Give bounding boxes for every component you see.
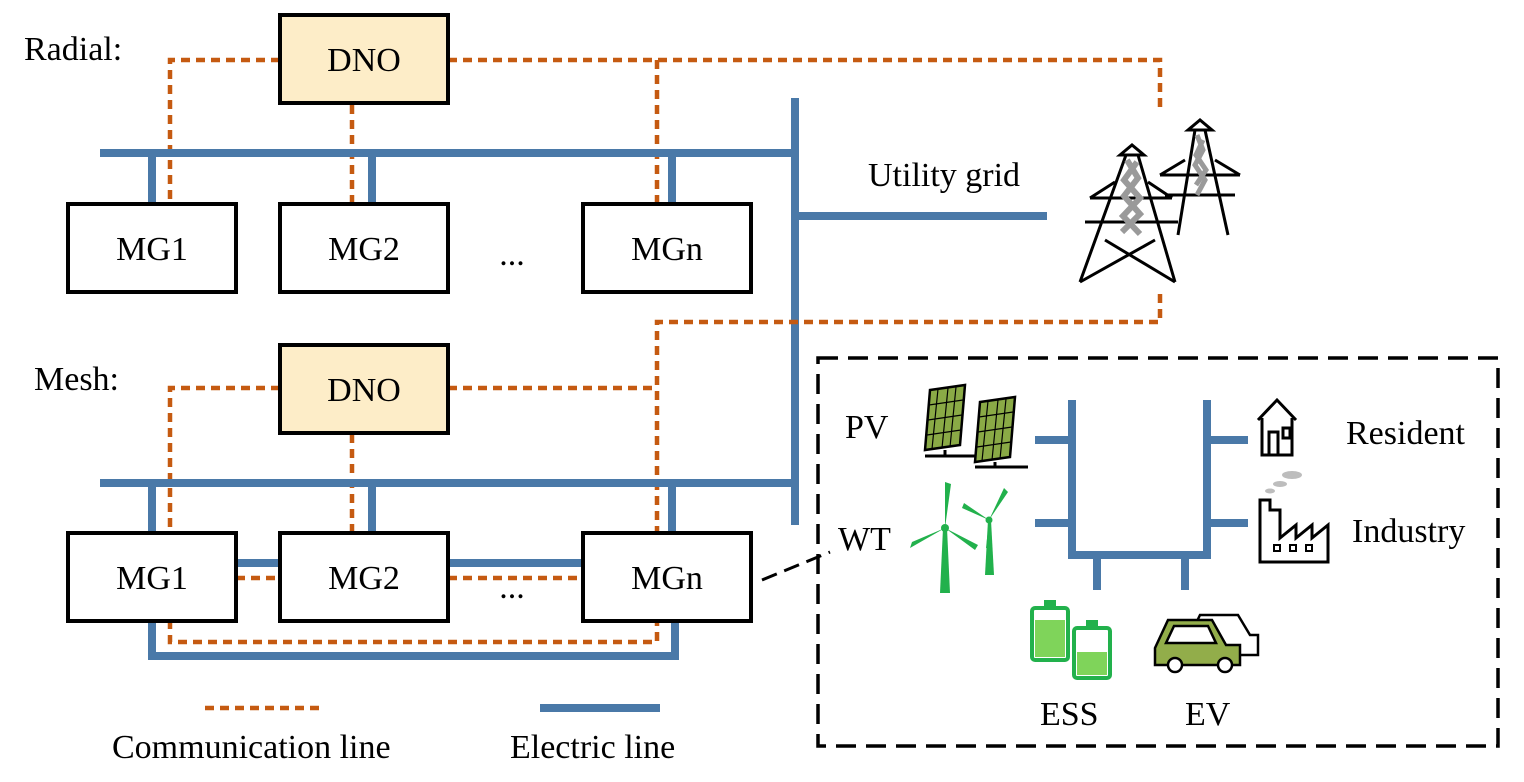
radial-title: Radial:: [24, 31, 122, 68]
radial-dno-label: DNO: [327, 42, 401, 79]
radial-section: Radial: DNO MG1 MG2 ... MGn: [24, 13, 1163, 294]
legend-communication-label: Communication line: [112, 729, 391, 766]
mesh-mg1-label: MG1: [116, 560, 188, 597]
radial-mg2-box: [278, 202, 450, 294]
industry-label: Industry: [1352, 513, 1465, 550]
mesh-mg2-label: MG2: [328, 560, 400, 597]
mesh-mg2-box: [278, 531, 450, 623]
solar-panel-icon: [923, 383, 1028, 469]
wt-label: WT: [838, 521, 891, 558]
radial-mg1-box: [66, 202, 238, 294]
house-icon: [1256, 397, 1298, 457]
mesh-mgn-label: MGn: [631, 560, 703, 597]
radial-mgn-box: [581, 202, 753, 294]
legend: Communication line Electric line: [112, 704, 675, 766]
ess-label: ESS: [1040, 696, 1099, 733]
transmission-tower-icon: [1078, 118, 1241, 284]
pv-label: PV: [845, 409, 889, 446]
factory-icon: [1258, 471, 1330, 564]
radial-mg1-label: MG1: [116, 231, 188, 268]
car-icon: [1153, 613, 1260, 674]
radial-electric-bus: [100, 149, 795, 205]
legend-electric-label: Electric line: [510, 729, 675, 766]
main-bus: [791, 98, 1047, 525]
radial-mg2-label: MG2: [328, 231, 400, 268]
radial-mgn-label: MGn: [631, 231, 703, 268]
mesh-ellipsis: ...: [499, 569, 525, 606]
mesh-dno-box: [278, 343, 450, 435]
mesh-mg1-box: [66, 531, 238, 623]
battery-icon: [1030, 600, 1112, 680]
utility-grid-label: Utility grid: [868, 157, 1020, 194]
wind-turbine-icon: [910, 482, 1008, 593]
mesh-mgn-box: [581, 531, 753, 623]
mesh-title: Mesh:: [34, 361, 119, 398]
microgrid-detail-panel: PV WT Resident Industry ESS EV: [816, 356, 1500, 748]
detail-connector: [761, 550, 831, 582]
mesh-dno-label: DNO: [327, 372, 401, 409]
ev-label: EV: [1185, 696, 1231, 733]
radial-dno-box: [278, 13, 450, 105]
resident-label: Resident: [1346, 415, 1466, 452]
mesh-electric-bus: [100, 479, 795, 660]
detail-electric-lines: [1035, 400, 1248, 590]
radial-ellipsis: ...: [499, 236, 525, 273]
mesh-section: Mesh: DNO MG1 MG2 ... MGn: [34, 294, 1163, 660]
